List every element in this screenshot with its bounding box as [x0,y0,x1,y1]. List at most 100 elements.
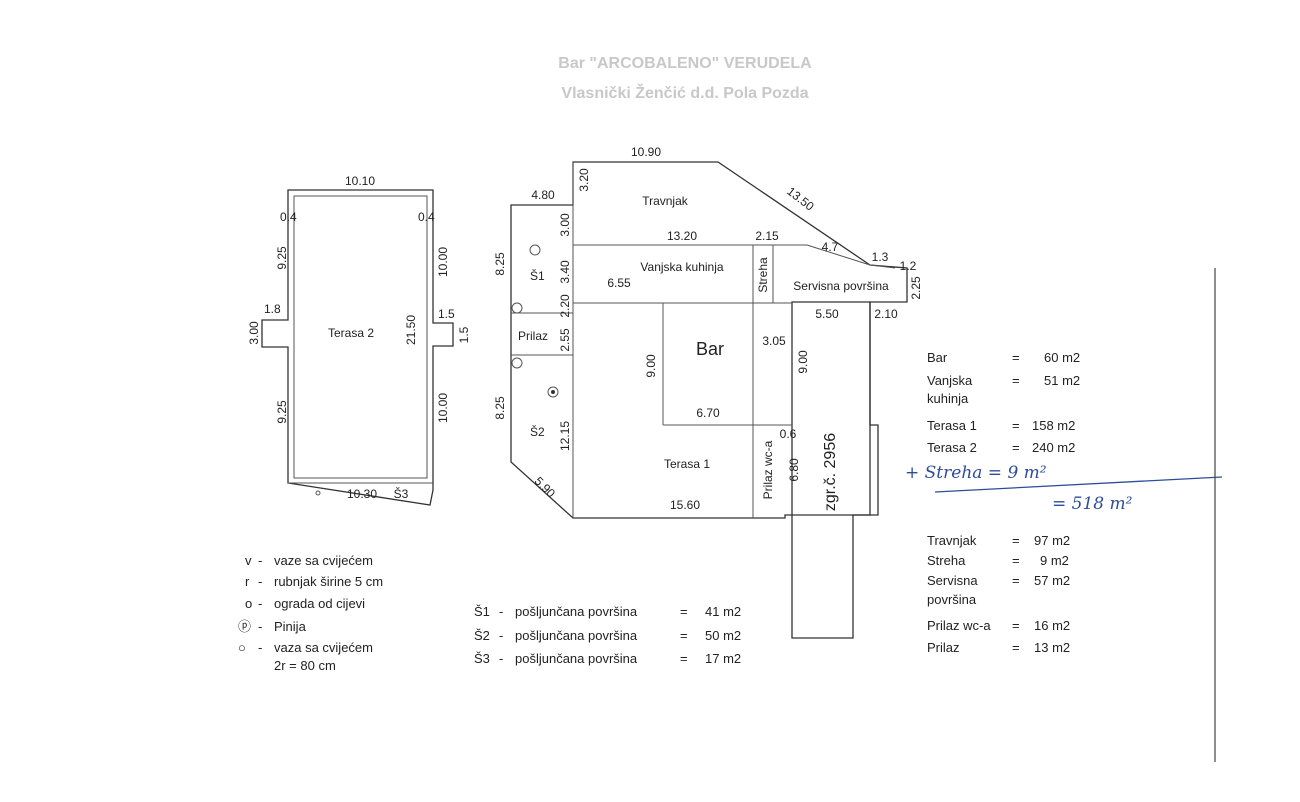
dim-13-20: 13.20 [667,229,697,243]
area-value: 13 m2 [1034,640,1070,655]
area-value: 16 m2 [1034,618,1070,633]
handwritten-total: = 518 m² [1052,494,1133,514]
area-eq: = [1012,418,1020,433]
legend-text: ograda od cijevi [274,596,365,611]
legend-symbol: v [245,553,252,568]
terasa-2-plan: Terasa 2 10.10 0.4 0.4 9.25 9.25 1.8 3.0… [247,174,471,506]
gravel-desc: pošljunčana površina [515,628,638,643]
flower-vase-icon [511,357,523,369]
streha-label: Streha [756,257,770,293]
terasa-2-label: Terasa 2 [328,326,374,340]
legend-dash: - [258,640,262,655]
legend-text: Pinija [274,619,307,634]
legend-dash: - [258,619,262,634]
s3-label: Š3 [394,486,409,501]
area-name-part1: Vanjska [927,373,973,388]
dim-corner-right: 0.4 [418,210,435,224]
gravel-desc: pošljunčana površina [515,651,638,666]
dim-2-15: 2.15 [755,229,779,243]
building-label: zgr.č. 2956 [822,433,839,511]
dim-bottom: 10.30 [347,487,377,501]
terasa-2-outline [261,189,454,506]
dim-2-25: 2.25 [909,276,923,300]
pine-tree-dot [551,390,555,394]
area-table-bottom: Travnjak = 97 m2 Streha = 9 m2 Servisna … [927,533,1070,655]
vase-icon: ○ [238,640,246,655]
building-outline [791,301,879,639]
legend-text: vaze sa cvijećem [274,553,373,568]
dim-6-70: 6.70 [696,406,720,420]
dim-4-7: 4.7 [822,240,839,254]
area-eq: = [1012,350,1020,365]
legend-text: vaza sa cvijećem [274,640,373,655]
area-name-part1: Servisna [927,573,978,588]
servisna-label: Servisna površina [793,279,889,293]
s1-label: Š1 [530,268,545,283]
dim-3-05: 3.05 [762,334,786,348]
pinija-icon: ⓟ [238,619,251,634]
legend-text: 2r = 80 cm [274,658,336,673]
dim-right-notch-w: 1.5 [438,307,455,321]
dim-left-lower: 9.25 [275,400,289,424]
faded-title-line-2: Vlasnički Ženčić d.d. Pola Pozda [561,83,808,102]
legend-text: rubnjak širine 5 cm [274,574,383,589]
dim-right-notch-h: 1.5 [457,326,471,343]
area-eq: = [1012,573,1020,588]
dim-diag-13-50: 13.50 [784,184,817,214]
area-value: 240 m2 [1032,440,1075,455]
area-value: 60 m2 [1044,350,1080,365]
travnjak-label: Travnjak [642,194,689,208]
dim-12-15: 12.15 [558,421,572,451]
main-plan: Travnjak Vanjska kuhinja Streha Servisna… [493,145,923,639]
gravel-value: 50 m2 [705,628,741,643]
terasa-1-label: Terasa 1 [664,457,710,471]
handwritten-streha: + Streha = 9 m² [905,463,1047,483]
prilaz-label: Prilaz [518,329,548,343]
gravel-value: 41 m2 [705,604,741,619]
area-name: Terasa 1 [927,418,977,433]
area-eq: = [1012,553,1020,568]
legend: v - vaze sa cvijećem r - rubnjak širine … [238,553,383,673]
gravel-eq: = [680,628,688,643]
gravel-value: 17 m2 [705,651,741,666]
dim-8-25-top: 8.25 [493,252,507,276]
dim-4-80: 4.80 [531,188,555,202]
dim-zgr-9-00: 9.00 [796,350,810,374]
gravel-name: Š2 [474,628,490,643]
area-value: 97 m2 [1034,533,1070,548]
area-eq: = [1012,640,1020,655]
gravel-dash: - [499,651,503,666]
area-value: 51 m2 [1044,373,1080,388]
gravel-desc: pošljunčana površina [515,604,638,619]
area-value: 158 m2 [1032,418,1075,433]
dim-bar-9-00: 9.00 [644,354,658,378]
legend-symbol: o [245,596,252,611]
prilaz-wc-label: Prilaz wc-a [761,440,775,499]
dim-6-80: 6.80 [787,458,801,482]
handwritten-sum-line [934,476,1223,493]
gravel-eq: = [680,604,688,619]
area-eq: = [1012,373,1020,388]
terasa-2-inner-edge [293,195,428,479]
legend-dash: - [258,553,262,568]
gravel-name: Š3 [474,651,490,666]
dim-1-3: 1.3 [872,250,889,264]
dim-2-55: 2.55 [558,328,572,352]
dim-right-lower: 10.00 [436,393,450,423]
area-eq: = [1012,440,1020,455]
dim-2-10: 2.10 [874,307,898,321]
bar-label: Bar [696,339,724,359]
area-name: Prilaz [927,640,960,655]
area-eq: = [1012,618,1020,633]
fence-marker [315,490,321,496]
dim-8-25-bottom: 8.25 [493,396,507,420]
area-name: Bar [927,350,948,365]
dim-5-90: 5.90 [532,474,559,501]
gravel-area-table: Š1 - pošljunčana površina = 41 m2 Š2 - p… [474,604,741,666]
s2-label: Š2 [530,424,545,439]
area-name-part2: kuhinja [927,391,969,406]
gravel-eq: = [680,651,688,666]
area-name: Terasa 2 [927,440,977,455]
area-name: Travnjak [927,533,977,548]
